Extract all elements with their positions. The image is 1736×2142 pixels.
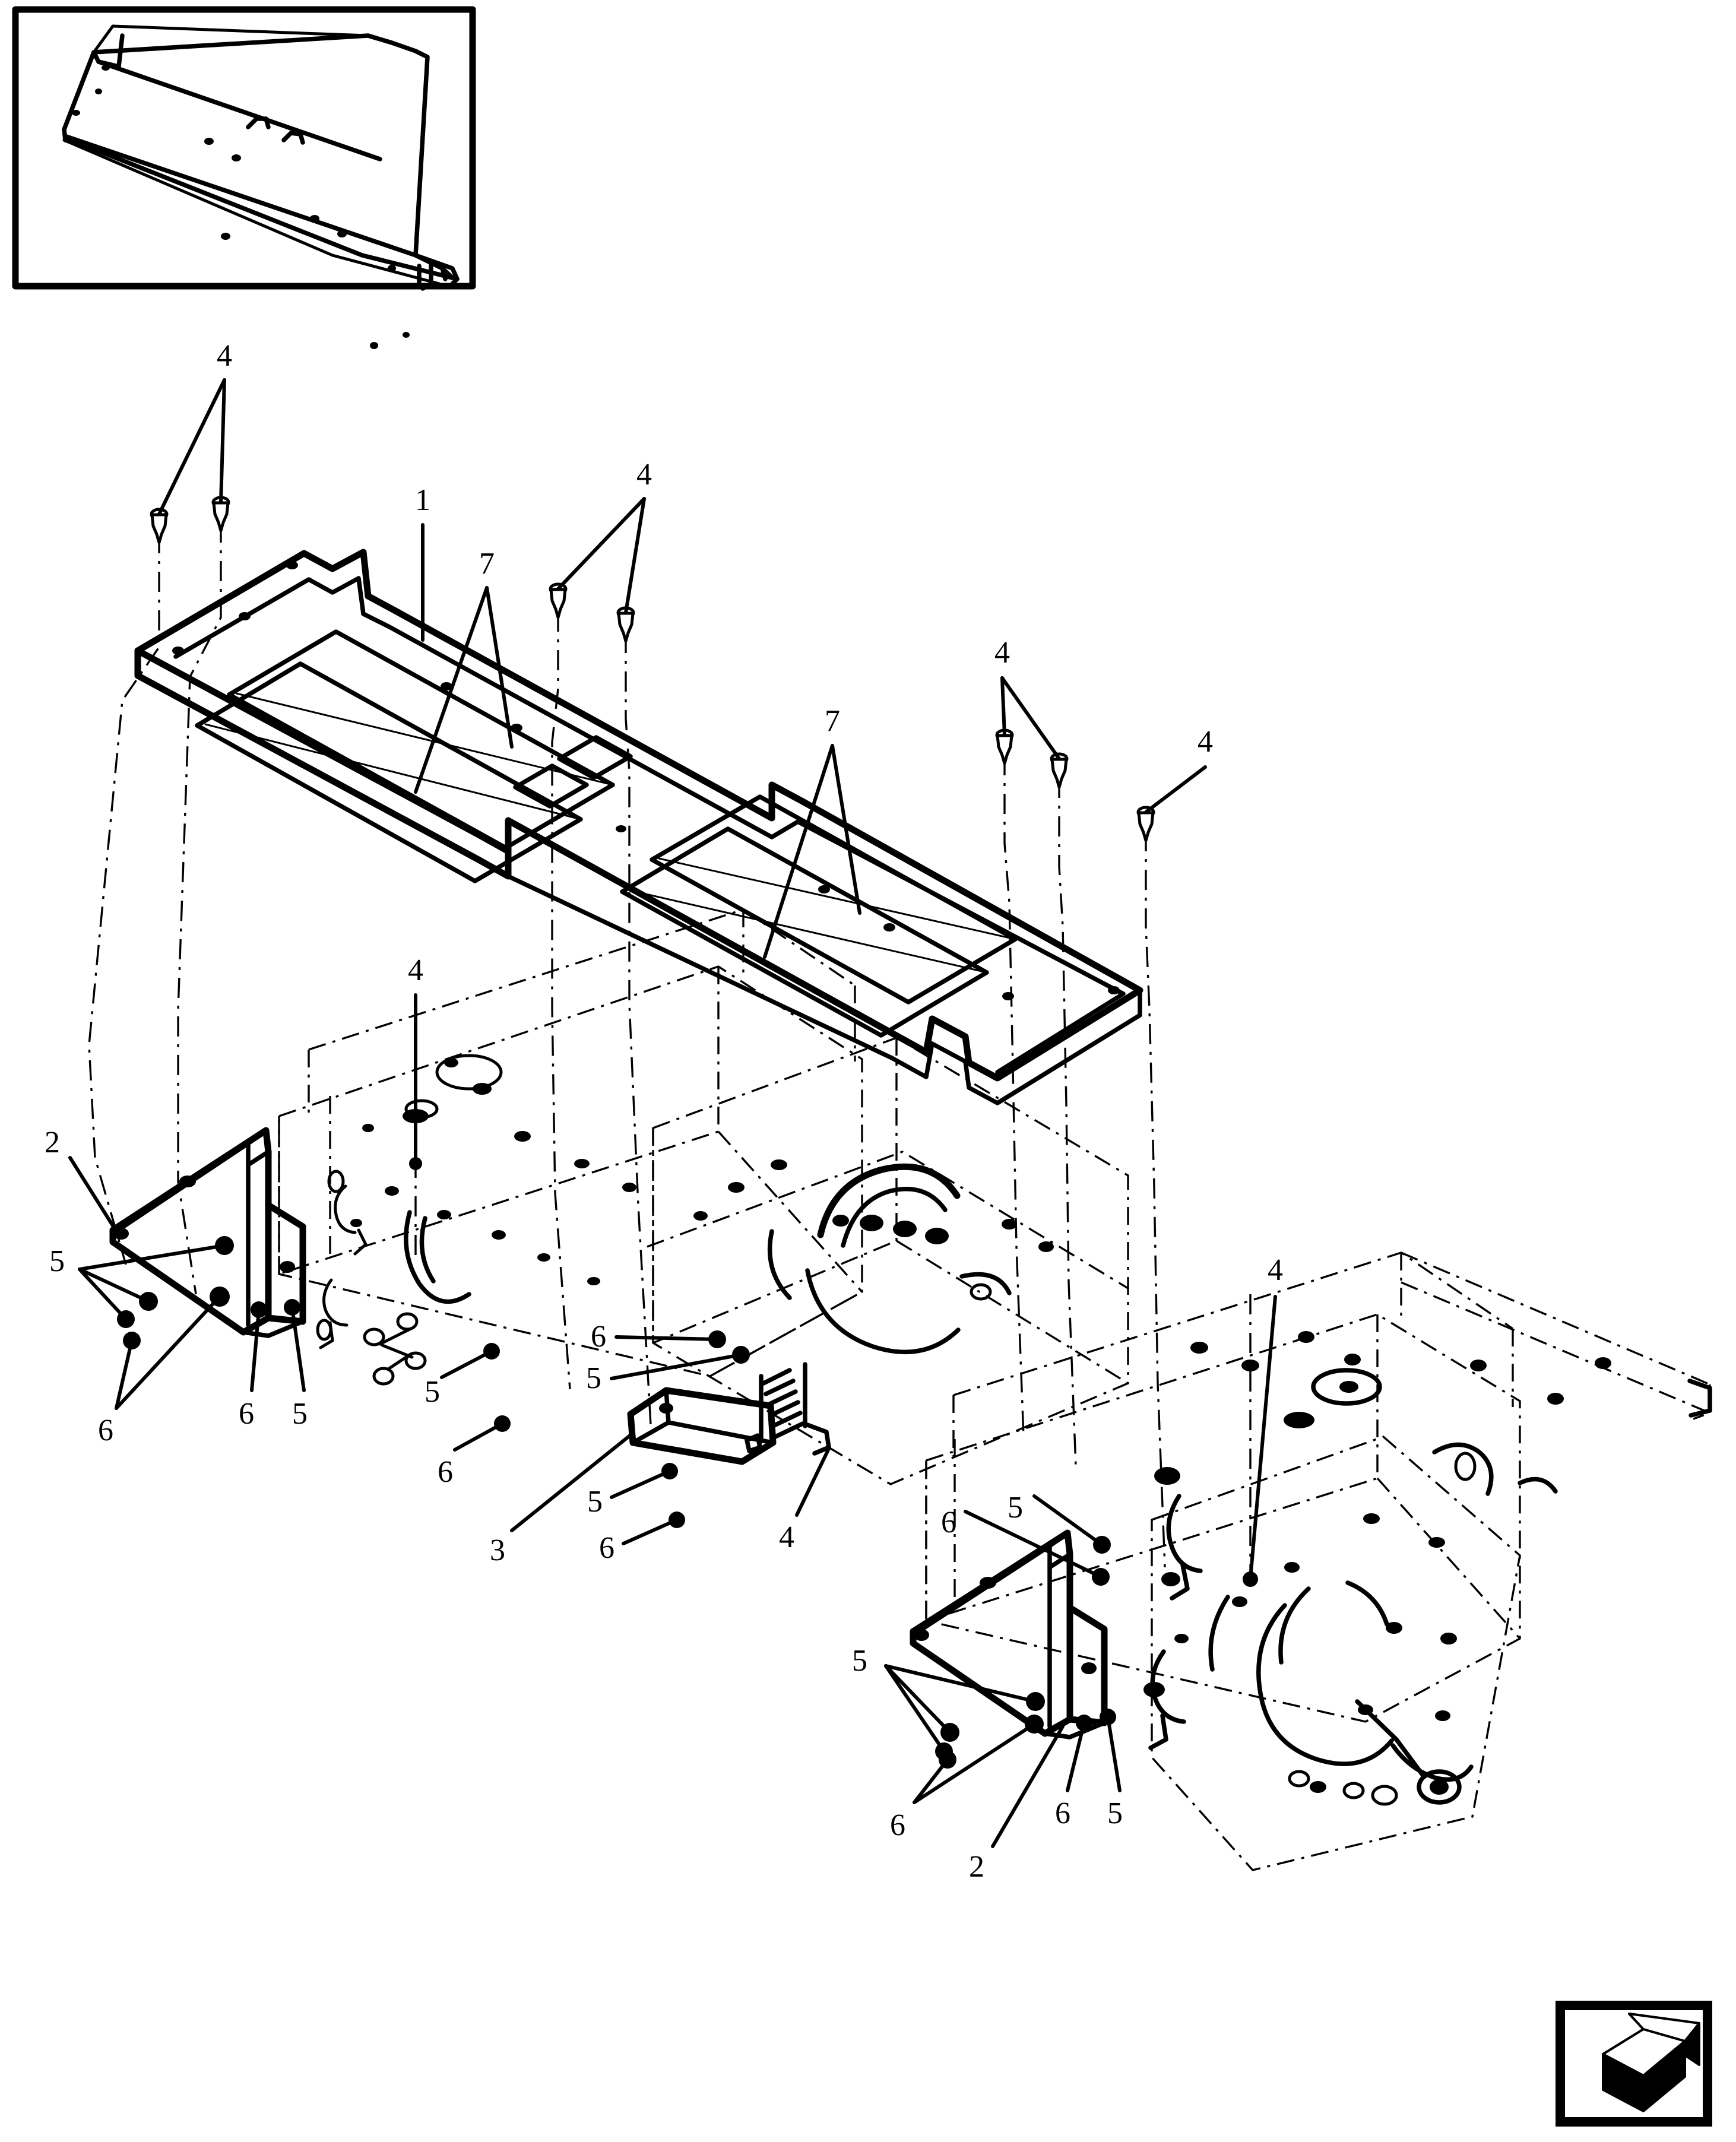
bracket-triangular-right [910,1529,1108,1739]
callout-4: 4 [217,339,232,373]
callout-6: 6 [599,1531,614,1565]
chassis-left-phantom [278,908,863,1386]
callout-5: 5 [1008,1491,1023,1525]
shield-panel-detail-drawing [62,24,460,349]
callout-3: 3 [490,1533,505,1567]
leader-lines [68,378,1277,1848]
pulley-detail [363,1312,427,1386]
callout-7: 7 [825,704,840,738]
callout-6: 6 [1055,1796,1070,1830]
callout-4: 4 [408,953,423,987]
bracket-small-plate [627,1387,777,1465]
callout-4: 4 [994,636,1010,670]
callout-5: 5 [586,1361,601,1395]
callout-6: 6 [98,1414,113,1447]
callout-6: 6 [438,1455,453,1489]
callout-6: 6 [591,1320,606,1354]
callout-4: 4 [1268,1253,1283,1287]
callout-5: 5 [587,1485,603,1519]
coil-spring-detail [759,1362,831,1456]
callout-2: 2 [969,1850,984,1884]
callout-6: 6 [941,1506,956,1539]
callout-6: 6 [239,1397,254,1431]
callout-1: 1 [415,483,430,517]
callout-4: 4 [779,1520,794,1554]
chassis-right-phantom [925,1251,1712,1871]
bracket-triangular-left [109,1127,306,1338]
callout-7: 7 [479,547,495,581]
callout-5: 5 [425,1375,440,1409]
callout-2: 2 [45,1126,60,1159]
shield-panel-main [134,549,1143,1105]
gearbox-centre-phantom [647,1037,1129,1485]
detail-view-inset [12,6,476,349]
callout-6: 6 [890,1808,905,1842]
callout-4: 4 [636,458,652,492]
assembly-centrelines [88,522,1252,1591]
callout-4: 4 [1198,725,1213,759]
callout-5: 5 [292,1397,308,1431]
direction-of-travel-icon [1556,2001,1712,2127]
callout-5: 5 [852,1644,867,1678]
callout-5: 5 [49,1244,65,1278]
callout-5: 5 [1107,1796,1123,1830]
